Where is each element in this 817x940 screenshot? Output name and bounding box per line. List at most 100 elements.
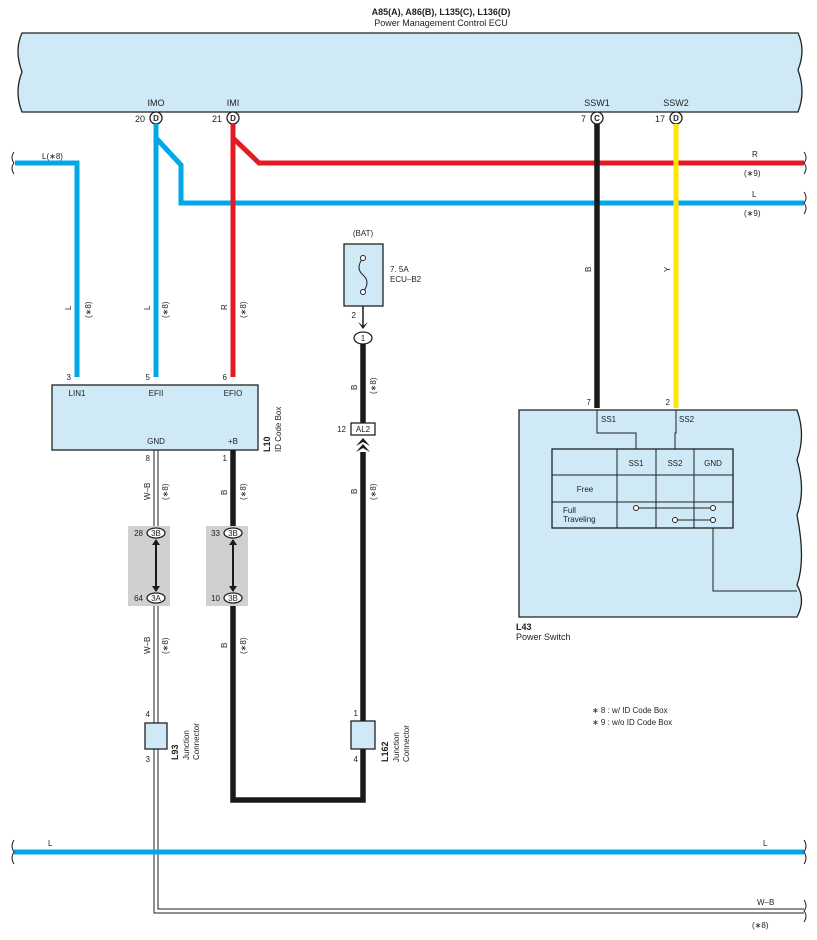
ecu-box <box>17 32 803 113</box>
ps-row-full-1: Full <box>563 506 576 515</box>
conn2-top-label: 3B <box>228 529 238 538</box>
ps-continuity-2-a <box>672 517 678 523</box>
ps-name: Power Switch <box>516 632 571 642</box>
ps-label-ss1: SS1 <box>601 415 617 424</box>
fuse-name: ECU–B2 <box>390 275 422 284</box>
r-right-note: (∗9) <box>744 169 761 178</box>
pin-ssw2-label: SSW2 <box>663 98 689 108</box>
idbox-pin-b-name: +B <box>228 437 238 446</box>
pin-imo-label: IMO <box>148 98 165 108</box>
note-8: ∗ 8 : w/ ID Code Box <box>592 706 668 715</box>
pin-ssw2-num: 17 <box>655 114 665 124</box>
fuse-lead-chevron <box>358 322 368 329</box>
fuse-junction-num: 1 <box>361 334 366 343</box>
conn2-arrow-top <box>229 539 237 545</box>
break-mark-bottom-left <box>11 839 15 865</box>
pin-imo-conn: D <box>153 114 159 123</box>
wire-imo-to-right <box>154 136 804 206</box>
fuse-source: (BAT) <box>353 229 374 238</box>
l93-code: L93 <box>170 744 180 760</box>
l93-name1: Junction <box>182 730 191 760</box>
bottom-l-left: L <box>48 839 53 848</box>
wire-lin1-note: (∗8) <box>84 301 93 318</box>
connector-block-1 <box>128 526 170 606</box>
al2-chevron <box>356 438 370 452</box>
bottom-wb-note: (∗8) <box>752 921 769 930</box>
idbox-pin-lin1-name: LIN1 <box>69 389 86 398</box>
pin-imi-label: IMI <box>227 98 240 108</box>
pin-ssw1-label: SSW1 <box>584 98 610 108</box>
wire-b-lower-color: B <box>220 643 229 648</box>
idbox-pin-gnd-num: 8 <box>146 454 151 463</box>
wire-efii-color: L <box>143 305 152 310</box>
wire-b-lower-note: (∗8) <box>239 637 248 654</box>
l93-pin-bot: 3 <box>146 755 151 764</box>
break-mark-right-1 <box>803 151 807 175</box>
conn2-top-num: 33 <box>211 529 220 538</box>
fuse-rating: 7. 5A <box>390 265 409 274</box>
conn1-bot-num: 64 <box>134 594 143 603</box>
id-code-box <box>51 384 259 451</box>
conn1-bot-label: 3A <box>151 594 161 603</box>
al2-connector <box>350 422 376 436</box>
idbox-pin-efio-num: 6 <box>223 373 228 382</box>
fuse-terminal-bot <box>360 289 366 295</box>
wire-plus-b <box>230 450 366 803</box>
ps-table-header-gnd: GND <box>704 459 722 468</box>
al2-label: AL2 <box>356 425 371 434</box>
idbox-pin-efii-num: 5 <box>146 373 151 382</box>
fuse-element <box>358 257 368 293</box>
ps-lead-ss1 <box>596 410 637 449</box>
fuse-terminal-top <box>360 255 366 261</box>
ps-label-ss2: SS2 <box>679 415 695 424</box>
wire-gnd-color: W–B <box>143 483 152 500</box>
ps-table-header-ss2: SS2 <box>667 459 683 468</box>
wire-ssw1-color: B <box>584 267 593 272</box>
pin-imi-conn: D <box>230 114 236 123</box>
pin-imi-num: 21 <box>212 114 222 124</box>
wire-lin1 <box>15 160 80 377</box>
ps-table-header-ss1: SS1 <box>628 459 644 468</box>
bottom-l-right: L <box>763 839 768 848</box>
lin-left-label: L(∗8) <box>42 152 63 161</box>
wire-lin1-color: L <box>64 305 73 310</box>
pin-ssw1-conn: C <box>594 114 600 123</box>
ecu-name: Power Management Control ECU <box>374 18 508 28</box>
ps-pin-ss1-num: 7 <box>587 398 592 407</box>
ps-row-full-2: Traveling <box>563 515 596 524</box>
conn2-top-pin <box>223 527 243 539</box>
ps-continuity-1-b <box>710 505 716 511</box>
wire-al2-note: (∗8) <box>369 483 378 500</box>
wire-fuse-note: (∗8) <box>369 377 378 394</box>
conn1-top-pin <box>146 527 166 539</box>
ps-continuity-1-a <box>633 505 639 511</box>
l-right-note: (∗9) <box>744 209 761 218</box>
wire-ssw2-color: Y <box>663 266 672 272</box>
l162-name1: Junction <box>392 732 401 762</box>
idbox-pin-gnd-name: GND <box>147 437 165 446</box>
conn2-bot-label: 3B <box>228 594 238 603</box>
wire-al2-color: B <box>350 489 359 494</box>
connector-block-2 <box>206 526 248 606</box>
fuse-pin: 2 <box>352 311 357 320</box>
l93-name2: Connector <box>192 723 201 760</box>
ecu-codes: A85(A), A86(B), L135(C), L136(D) <box>372 7 511 17</box>
wire-efio-color: R <box>220 304 229 310</box>
conn2-arrow-bot <box>229 586 237 592</box>
l162-pin-bot: 4 <box>354 755 359 764</box>
conn1-top-num: 28 <box>134 529 143 538</box>
pin-ssw2-conn: D <box>673 114 679 123</box>
pin-imo-num: 20 <box>135 114 145 124</box>
l162-pin-top: 1 <box>354 709 359 718</box>
conn1-arrow-top <box>152 539 160 545</box>
l162-name2: Connector <box>402 725 411 762</box>
ps-pin-ss2-num: 2 <box>666 398 671 407</box>
wire-wb-lower-note: (∗8) <box>161 637 170 654</box>
pin-ssw1-num: 7 <box>581 114 586 124</box>
wire-plusb-color: B <box>220 490 229 495</box>
break-mark-lin <box>11 151 15 175</box>
ps-table <box>551 448 734 529</box>
idbox-pin-efii-name: EFII <box>149 389 164 398</box>
ps-code: L43 <box>516 622 532 632</box>
conn1-top-label: 3B <box>151 529 161 538</box>
